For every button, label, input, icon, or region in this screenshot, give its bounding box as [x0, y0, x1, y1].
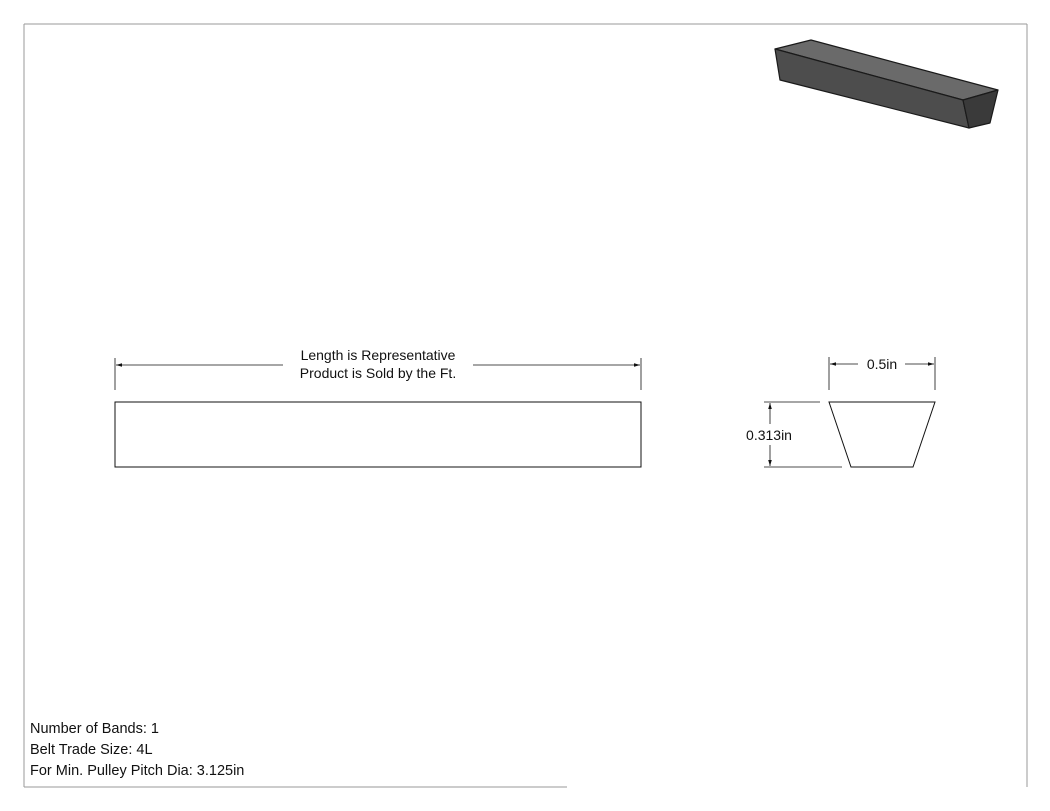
spec-min-pulley-pitch-dia: For Min. Pulley Pitch Dia: 3.125in — [30, 763, 244, 779]
belt-cross-section-outline — [828, 401, 936, 468]
height-dimension-label: 0.313in — [746, 427, 792, 443]
spec-belt-trade-size: Belt Trade Size: 4L — [30, 742, 153, 758]
length-note-line2: Product is Sold by the Ft. — [300, 365, 456, 381]
sheet-border — [23, 23, 1028, 788]
belt-isometric-view — [774, 39, 999, 129]
spec-notes: Number of Bands: 1 Belt Trade Size: 4L F… — [30, 721, 244, 779]
belt-length-outline — [114, 401, 642, 468]
spec-number-of-bands: Number of Bands: 1 — [30, 721, 159, 737]
belt-length-view: Length is Representative Product is Sold… — [114, 346, 642, 468]
length-note-backing — [283, 346, 473, 382]
belt-cross-section-view: 0.5in 0.313in — [746, 356, 936, 468]
width-dimension-label: 0.5in — [867, 356, 897, 372]
belt-end-face — [962, 89, 999, 129]
length-note-line1: Length is Representative — [301, 347, 456, 363]
